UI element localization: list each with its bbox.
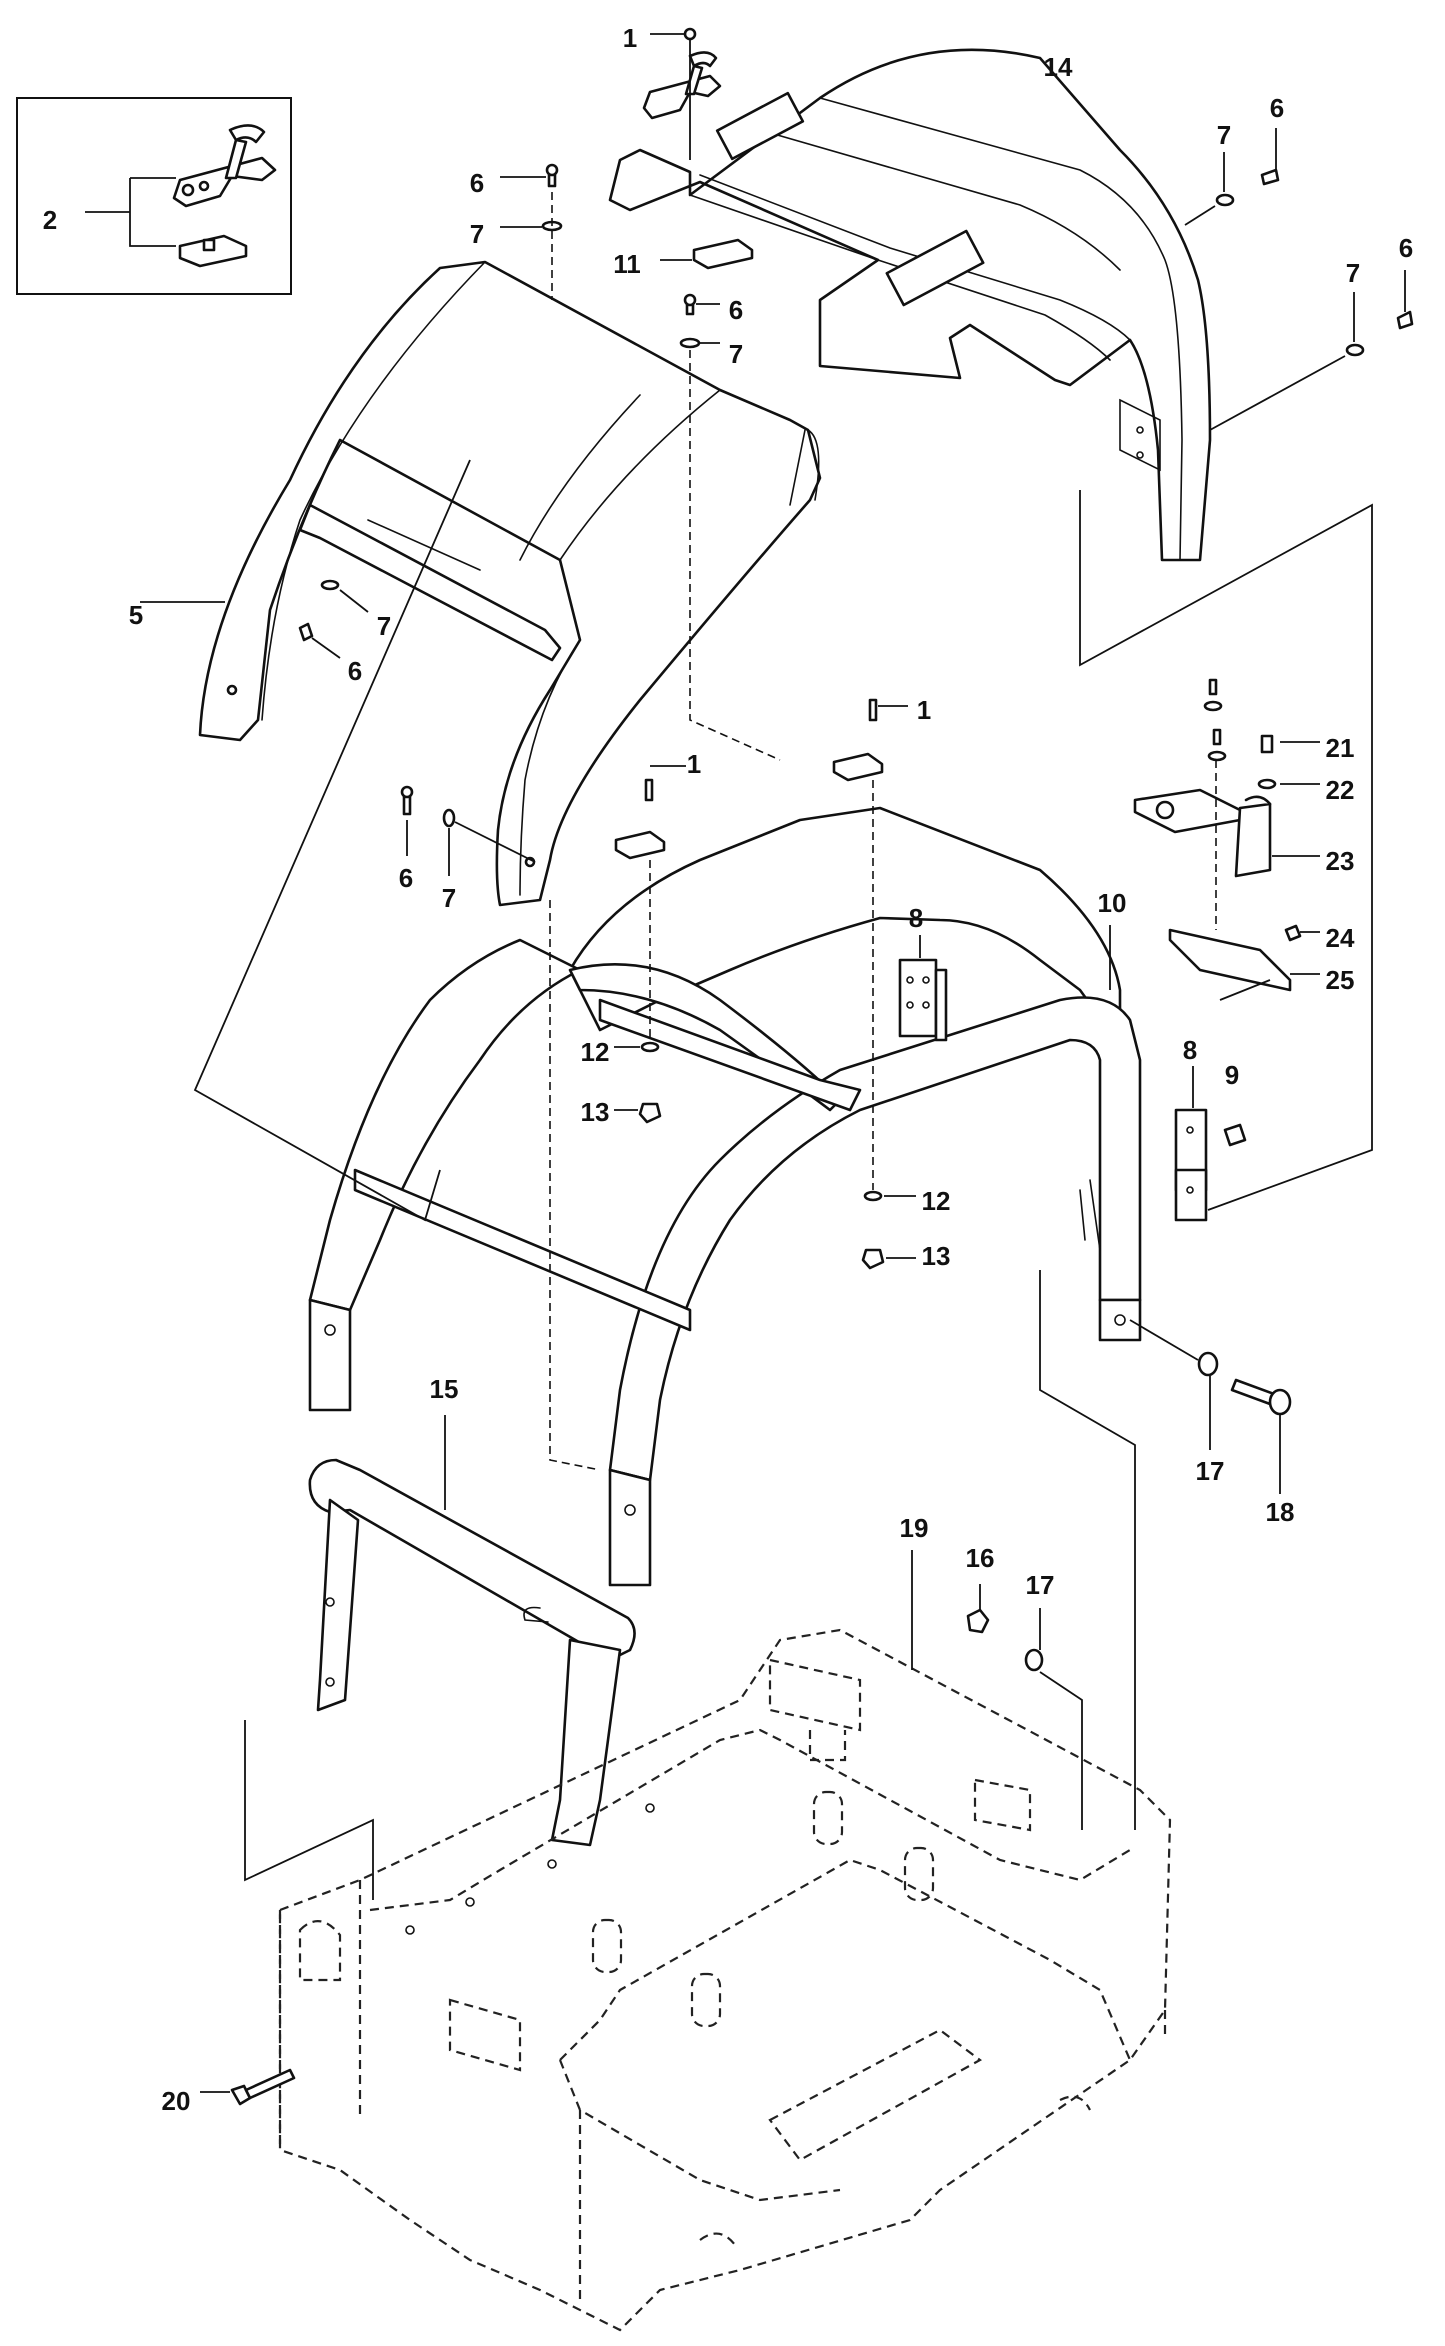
callout-label: 24 [1326,923,1355,953]
callout-label: 7 [729,339,743,369]
callout-label: 7 [1346,258,1360,288]
callout-label: 19 [900,1513,929,1543]
fasteners-1-12-13 [614,698,916,1270]
callout-label: 6 [470,168,484,198]
callout-label: 2 [43,205,57,235]
callout-label: 21 [1326,733,1355,763]
callout-label: 23 [1326,846,1355,876]
part-10-rollbar [308,806,1142,1587]
callout-label: 12 [581,1037,610,1067]
callout-label: 6 [729,295,743,325]
callout-label: 12 [922,1186,951,1216]
part-8-hinge-lower [1174,1066,1247,1222]
callout-label: 8 [909,903,923,933]
guide-lines [193,459,1373,1900]
callout-label: 13 [922,1241,951,1271]
inset-latch-kit [16,97,292,295]
callout-label: 5 [129,600,143,630]
callout-label: 15 [430,1374,459,1404]
callout-label: 16 [966,1543,995,1573]
callout-label: 11 [613,249,641,279]
callout-label: 17 [1026,1570,1055,1600]
callout-label: 6 [348,656,362,686]
callout-label: 25 [1326,965,1355,995]
callout-label: 13 [581,1097,610,1127]
callout-label: 14 [1044,52,1073,82]
inset-frame [16,97,292,295]
callout-label: 1 [623,23,637,53]
callout-label: 7 [470,219,484,249]
part-8-hinge-upper [898,935,948,1042]
callout-label: 20 [162,2086,191,2116]
part-19-base-frame [278,1550,1172,2332]
latch-top [642,27,722,160]
part-5-fender [140,260,822,907]
part-14-canopy [608,48,1212,562]
callout-label: 7 [1217,120,1231,150]
parts-21-25-bracket [1133,678,1320,992]
callout-label: 10 [1098,888,1127,918]
callout-label: 1 [687,749,701,779]
callout-label: 17 [1196,1456,1225,1486]
fasteners-6-7 [298,128,1414,876]
part-11-catch [660,238,754,270]
callout-label: 6 [1270,93,1284,123]
callout-label: 22 [1326,775,1355,805]
callout-label: 7 [377,611,391,641]
part-15-lower-bar [308,1415,636,1847]
callout-label: 18 [1266,1497,1295,1527]
callout-label: 1 [917,695,931,725]
fasteners-16-17-18 [200,1319,1292,2106]
callout-label: 6 [1399,233,1413,263]
callout-label: 7 [442,883,456,913]
callout-label: 6 [399,863,413,893]
callout-label: 8 [1183,1035,1197,1065]
callout-label: 9 [1225,1060,1239,1090]
